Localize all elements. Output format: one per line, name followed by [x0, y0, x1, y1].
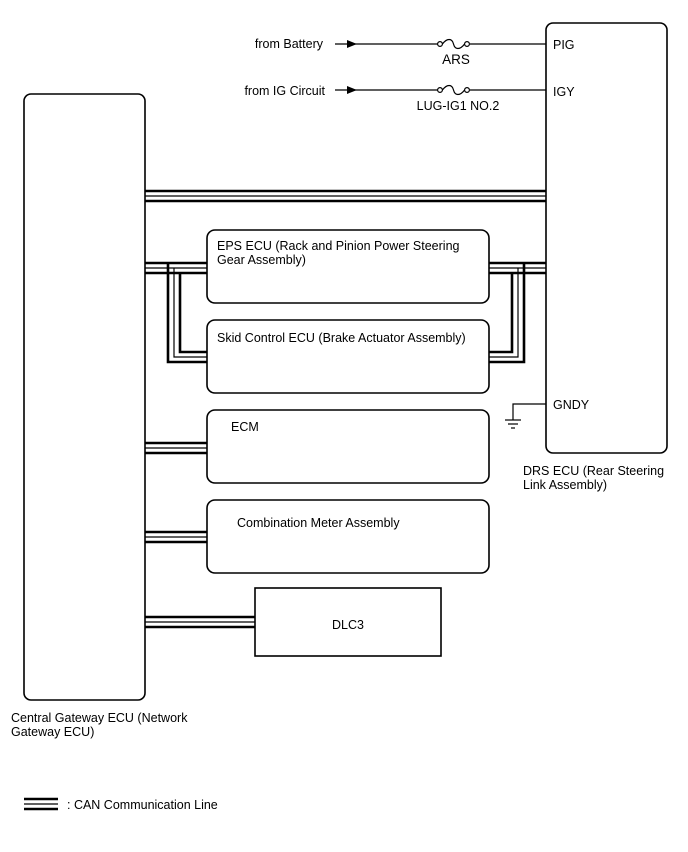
eps-ecu-box — [206, 229, 490, 304]
ig-supply-line — [335, 86, 546, 94]
pin-igy: IGY — [553, 85, 575, 99]
eps-ecu-label-line1: EPS ECU (Rack and Pinion Power Steering — [217, 239, 460, 253]
from-ig-circuit-label: from IG Circuit — [244, 84, 325, 98]
combination-meter-label: Combination Meter Assembly — [237, 516, 400, 530]
dlc3-label: DLC3 — [332, 618, 364, 632]
central-gateway-ecu-box — [23, 93, 146, 701]
eps-ecu-label-line2: Gear Assembly) — [217, 253, 306, 267]
ars-fuse-icon — [437, 38, 471, 50]
can-line-eps-skid-drs — [489, 261, 546, 364]
drs-ecu-box — [545, 22, 668, 454]
ecm-box — [206, 409, 490, 484]
drs-ecu-label-line1: DRS ECU (Rear Steering — [523, 464, 664, 478]
pin-gndy: GNDY — [553, 398, 590, 412]
drs-ecu-label-line2: Link Assembly) — [523, 478, 607, 492]
central-gateway-label-line2: Gateway ECU) — [11, 725, 94, 739]
can-line-gateway-meter — [145, 530, 207, 544]
can-line-gateway-drs — [145, 189, 546, 203]
can-line-gateway-dlc3 — [145, 615, 255, 629]
central-gateway-label-line1: Central Gateway ECU (Network — [11, 711, 188, 725]
lug-ig1-fuse-icon — [437, 84, 471, 96]
lug-ig1-fuse-label: LUG-IG1 NO.2 — [417, 99, 500, 113]
skid-control-ecu-label: Skid Control ECU (Brake Actuator Assembl… — [217, 331, 466, 345]
pin-pig: PIG — [553, 38, 575, 52]
ars-fuse-label: ARS — [442, 52, 470, 67]
combination-meter-box — [206, 499, 490, 574]
legend-can-line-symbol — [24, 797, 58, 811]
legend-text: : CAN Communication Line — [67, 798, 218, 812]
ground-icon — [505, 403, 546, 429]
battery-supply-line — [335, 40, 546, 48]
can-line-gateway-ecm — [145, 441, 207, 455]
ecm-label: ECM — [231, 420, 259, 434]
can-line-gateway-eps-skid — [145, 261, 207, 364]
from-battery-label: from Battery — [255, 37, 324, 51]
